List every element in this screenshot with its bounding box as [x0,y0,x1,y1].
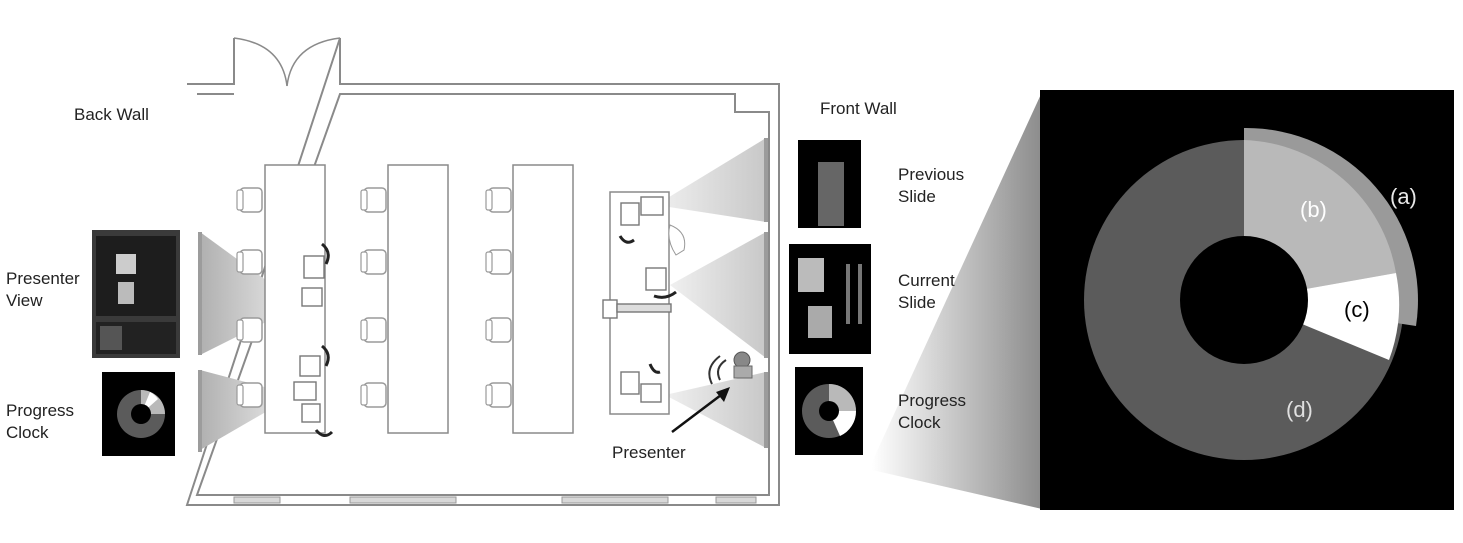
progress-clock-large [1040,90,1454,510]
progress-clock-thumbnail-left [102,372,175,456]
back-wall-label: Back Wall [74,105,149,124]
progress-clock-thumbnail-right [795,367,863,455]
progress-clock-label-right: Progress Clock [898,391,967,432]
clock-hole [1180,236,1308,364]
double-door [233,37,341,87]
clock-label-d: (d) [1286,397,1313,422]
progress-clock-label-left: Progress Clock [6,401,75,442]
presenter-view-label: Presenter View [6,269,80,310]
tables [264,164,670,434]
presenter-arrow [671,387,730,433]
windows [233,496,757,504]
front-wall-label: Front Wall [820,99,897,118]
clock-label-c: (c) [1344,297,1370,322]
projectors [293,196,672,423]
presenter-figure [668,224,753,385]
speakers [314,235,677,437]
zoom-connector [872,92,1042,509]
clock-label-b: (b) [1300,197,1327,222]
previous-slide-label: Previous Slide [898,165,965,206]
wall-screens [198,138,768,452]
previous-slide-thumbnail [798,140,861,228]
current-slide-label: Current Slide [898,271,955,312]
current-slide-thumbnail [789,244,871,354]
clock-label-a: (a) [1390,184,1417,209]
presenter-label: Presenter [612,443,686,462]
presenter-view-thumbnail [92,230,180,358]
projection-beams [200,138,766,450]
